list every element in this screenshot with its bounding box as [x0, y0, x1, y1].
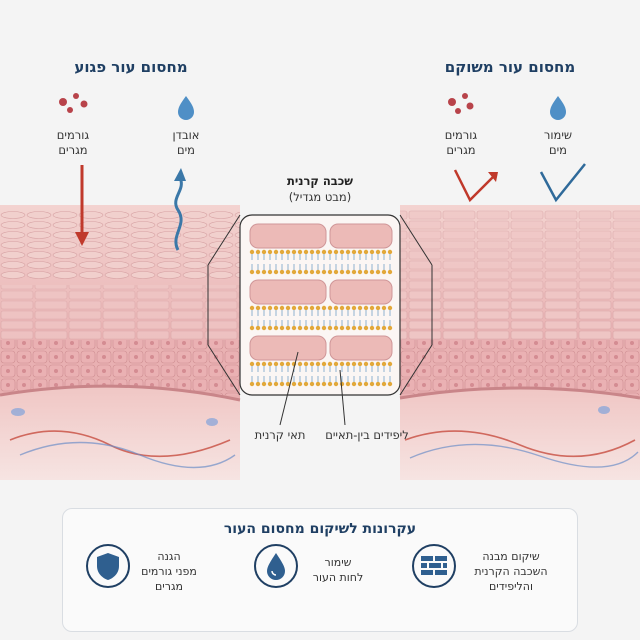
magnified-view-subtitle: (מבט מגדיל)	[288, 190, 352, 204]
brick-wall-icon	[412, 544, 456, 588]
principle-moisture-label: שימור לחות העור	[312, 556, 364, 584]
damaged-skin-section	[0, 205, 241, 480]
water-drop-right-icon	[550, 96, 566, 120]
shield-icon	[86, 544, 130, 588]
principle-protection-label: הגנה מפני גורמים מגרים	[141, 550, 197, 593]
water-retention-label: שימור מים	[543, 128, 573, 157]
irritant-particles-left	[59, 93, 88, 113]
irritant-blocked-arrow	[453, 169, 498, 203]
repaired-skin-section	[399, 205, 640, 480]
water-loss-label: אובדן מים	[172, 128, 200, 157]
water-escaping-arrow	[174, 168, 186, 251]
intercellular-lipids-label: ליפידים בין-תאיים	[325, 428, 409, 442]
water-drop-left-icon	[178, 96, 194, 120]
irritant-particles-right	[448, 93, 474, 114]
corneocyte-rows	[249, 223, 393, 361]
principles-title: עקרונות לשיקום מחסום העור	[223, 521, 417, 537]
water-drop-icon	[254, 544, 298, 588]
stratum-corneum-title: שכבה קרנית	[287, 174, 353, 188]
principle-structure-label: שיקום מבנה השכבה הקרנית והליפידים	[474, 550, 548, 593]
corneocytes-label: תאי קרנית	[254, 428, 306, 442]
lipid-bilayers	[249, 249, 393, 387]
magnified-view	[239, 214, 401, 426]
water-retained-check	[539, 163, 586, 203]
irritant-penetrating-arrow	[75, 165, 89, 246]
principles-panel: עקרונות לשיקום מחסום העור הגנה מפני גורמ…	[62, 508, 578, 632]
repaired-irritants-label: גורמים מגרים	[444, 128, 478, 157]
damaged-barrier-title: מחסום עור פגוע	[74, 58, 188, 76]
damaged-irritants-label: גורמים מגרים	[56, 128, 90, 157]
repaired-barrier-title: מחסום עור משוקם	[444, 58, 576, 76]
